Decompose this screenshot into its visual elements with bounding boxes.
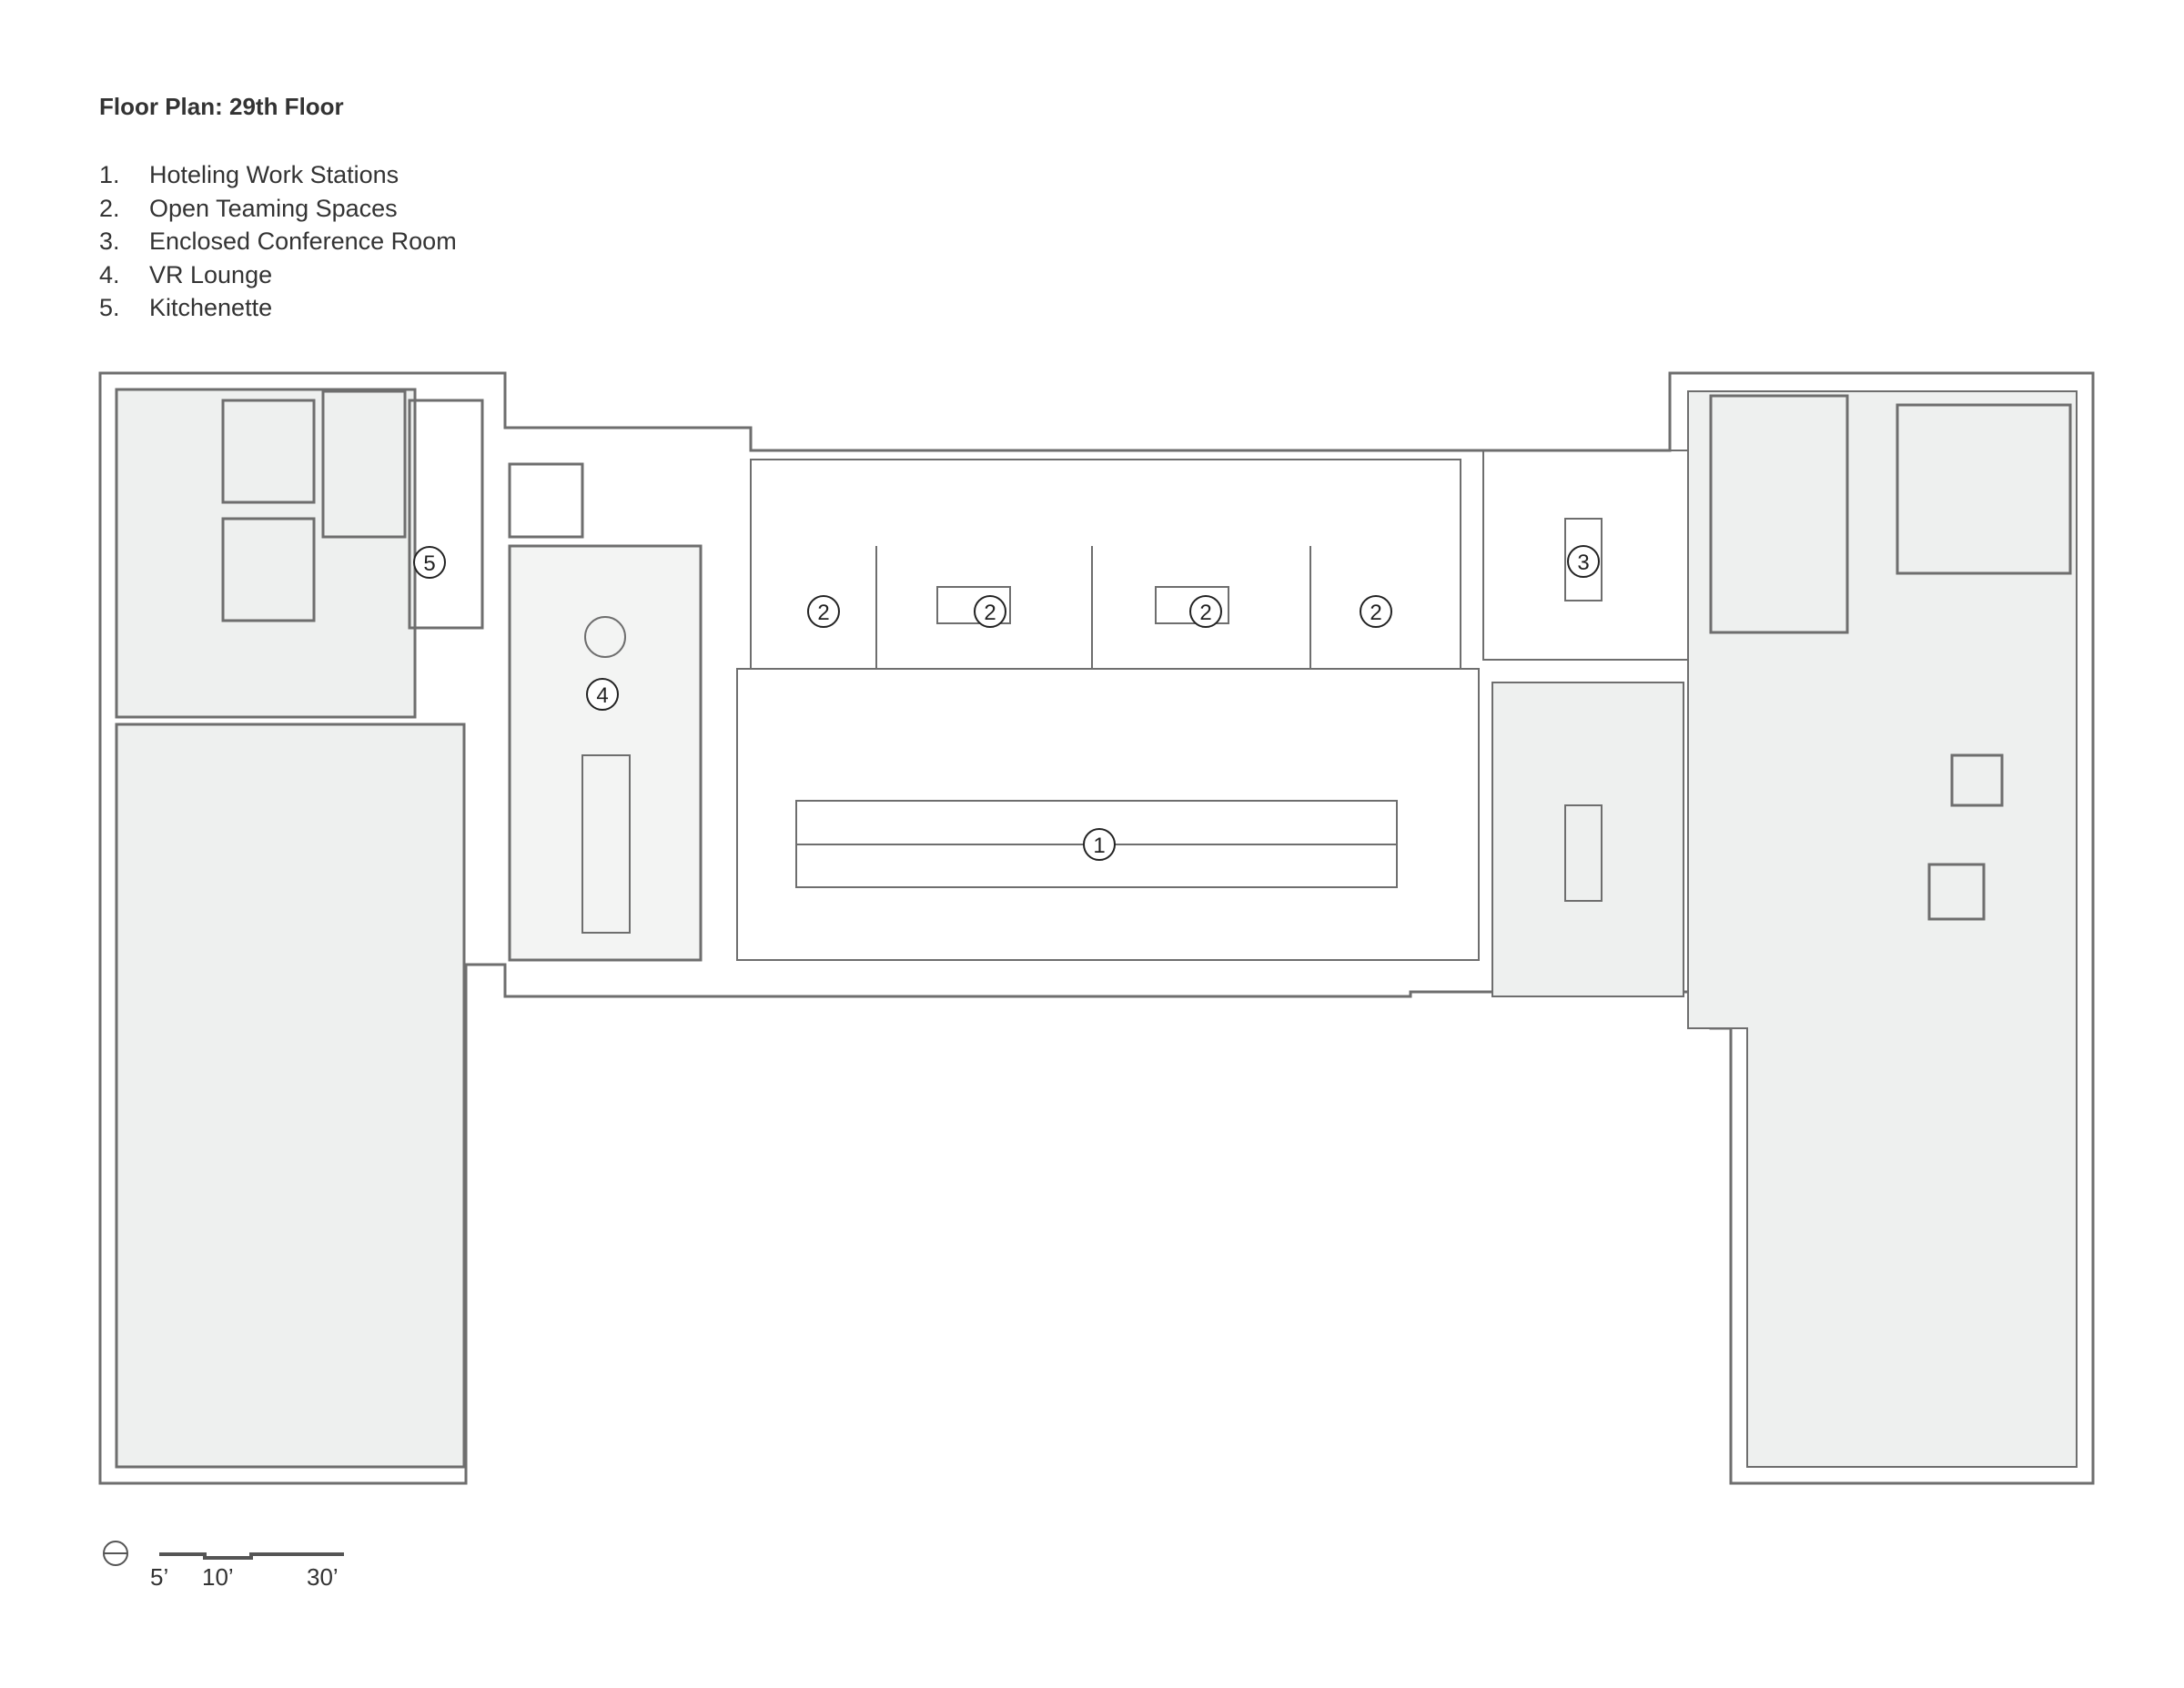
- workstation-zone: [736, 668, 1480, 961]
- central-stair-core: [1564, 804, 1603, 902]
- legend-label: Open Teaming Spaces: [149, 194, 398, 222]
- scale-label: 10’: [202, 1563, 234, 1591]
- tag-circle: [413, 546, 446, 579]
- tag-circle: [1189, 595, 1222, 628]
- kitchenette-room: [408, 399, 484, 630]
- legend-number: 3.: [99, 227, 120, 255]
- legend-item: 3. Enclosed Conference Room: [99, 225, 457, 258]
- legend-number: 4.: [99, 260, 120, 288]
- tag-circle: [1360, 595, 1392, 628]
- room-legend: 1. Hoteling Work Stations 2. Open Teaming …: [99, 158, 457, 325]
- tag-circle: [586, 678, 619, 711]
- legend-item: 4. VR Lounge: [99, 258, 457, 292]
- restroom-block: [1896, 403, 2072, 575]
- elevator-center: [508, 462, 584, 539]
- teaming-table: [936, 586, 1011, 624]
- legend-label: Hoteling Work Stations: [149, 161, 399, 188]
- left-shaft-upper: [115, 388, 417, 719]
- scale-bar: [159, 1552, 344, 1560]
- central-stair: [1491, 682, 1684, 997]
- elevator-left-1: [221, 399, 316, 504]
- legend-number: 1.: [99, 161, 120, 188]
- right-wing-fill: [1687, 390, 2078, 1468]
- vr-lounge-room: [508, 544, 703, 962]
- legend-item: 5. Kitchenette: [99, 291, 457, 325]
- elevator-left-2: [221, 517, 316, 622]
- room-tag-kitchenette: 5: [423, 551, 435, 576]
- legend-number: 2.: [99, 194, 120, 222]
- scale-label: 30’: [307, 1563, 339, 1591]
- stair-right-lower: [1927, 863, 1986, 921]
- tag-circle: [807, 595, 840, 628]
- elevator-right: [1950, 753, 2004, 807]
- legend-label: VR Lounge: [149, 260, 273, 288]
- room-tag-teaming-c: 2: [1199, 601, 1211, 625]
- conference-table: [1564, 518, 1603, 601]
- stair-left: [321, 389, 407, 539]
- teaming-table: [1155, 586, 1229, 624]
- legend-item: 2. Open Teaming Spaces: [99, 192, 457, 226]
- left-shaft-lower: [115, 723, 466, 1469]
- teaming-zone: [750, 459, 1461, 670]
- room-tag-workstations: 1: [1093, 834, 1105, 858]
- room-tag-teaming-d: 2: [1370, 601, 1381, 625]
- room-tag-teaming-b: 2: [984, 601, 996, 625]
- vr-lounge-round-table: [584, 616, 626, 658]
- legend-number: 5.: [99, 294, 120, 321]
- legend-label: Kitchenette: [149, 294, 273, 321]
- room-tag-teaming-a: 2: [817, 601, 829, 625]
- page-title: Floor Plan: 29th Floor: [99, 93, 344, 120]
- room-tag-vr-lounge: 4: [596, 683, 608, 708]
- room-tag-conference: 3: [1577, 551, 1589, 575]
- legend-item: 1. Hoteling Work Stations: [99, 158, 457, 192]
- stair-right: [1709, 394, 1849, 634]
- vr-lounge-table: [581, 754, 631, 934]
- legend-label: Enclosed Conference Room: [149, 227, 457, 255]
- tag-circle: [1083, 828, 1116, 861]
- conference-room: [1482, 450, 1689, 661]
- tag-circle: [1567, 545, 1600, 578]
- tag-circle: [974, 595, 1006, 628]
- scale-label: 5’: [150, 1563, 169, 1591]
